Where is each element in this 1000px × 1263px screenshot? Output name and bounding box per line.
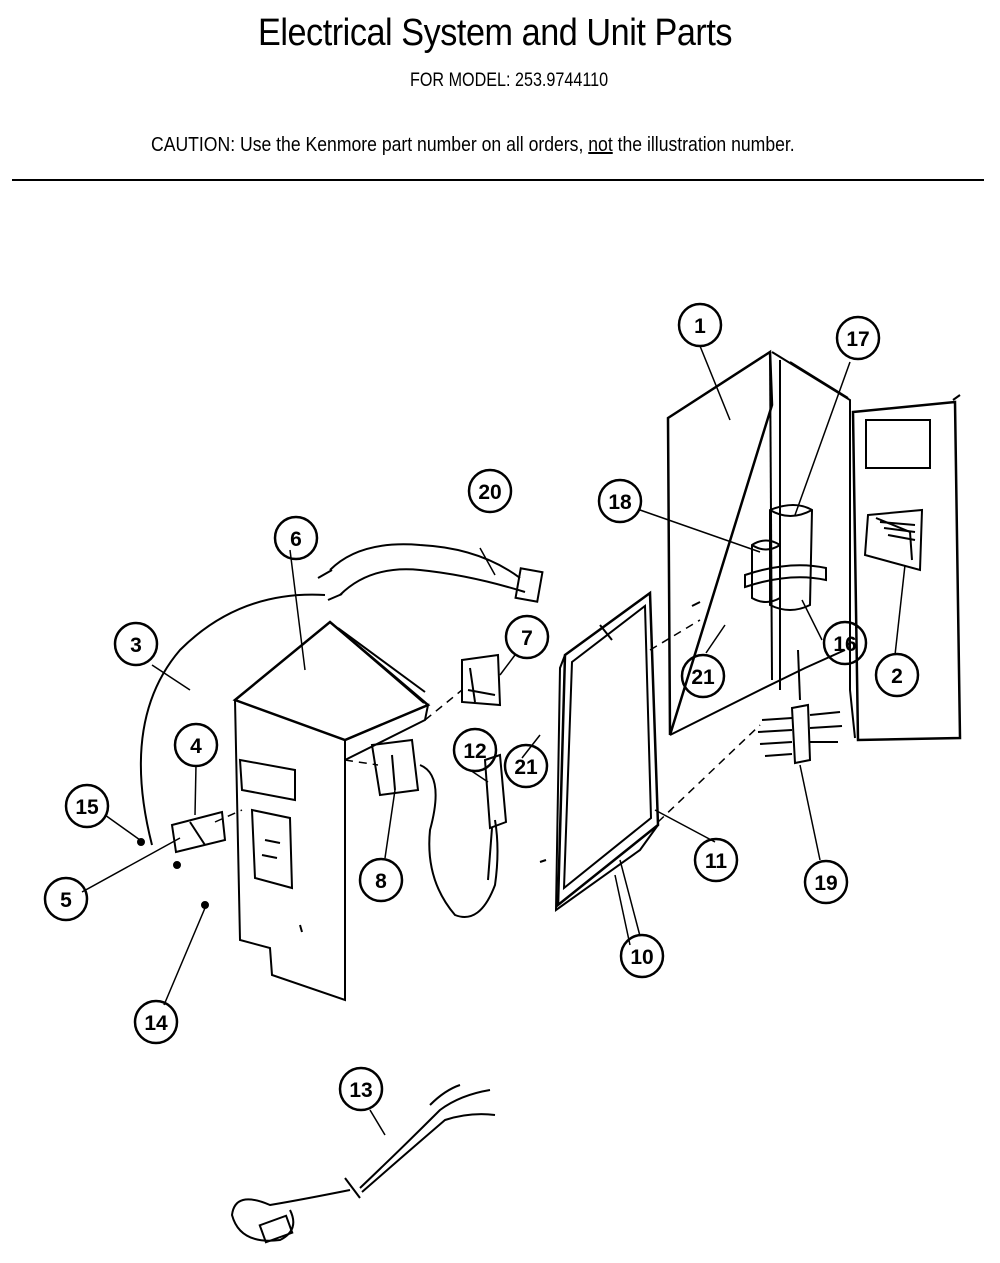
svg-text:15: 15 <box>75 796 99 819</box>
svg-text:7: 7 <box>521 627 533 650</box>
caution-text-end: the illustration number. <box>612 134 795 156</box>
callout-19: 19 <box>803 859 849 905</box>
part-side-panel <box>851 394 962 742</box>
callout-18: 18 <box>597 478 643 524</box>
svg-text:4: 4 <box>190 735 202 758</box>
svg-text:8: 8 <box>375 870 387 893</box>
svg-text:16: 16 <box>833 633 856 656</box>
callout-14: 14 <box>133 999 179 1045</box>
part-thermostat <box>483 753 508 881</box>
svg-text:21: 21 <box>691 666 715 689</box>
caution-note: CAUTION: Use the Kenmore part number on … <box>151 134 795 157</box>
callout-8: 8 <box>358 857 404 903</box>
callout-5: 5 <box>43 876 89 922</box>
callout-20: 20 <box>467 468 513 514</box>
callout-16: 16 <box>822 620 868 666</box>
part-control-box <box>232 620 431 1002</box>
part-bracket <box>137 810 227 909</box>
part-capacitors <box>691 504 827 611</box>
svg-text:10: 10 <box>630 946 653 969</box>
caution-emphasis: not <box>588 134 613 156</box>
callout-13: 13 <box>338 1066 384 1112</box>
callout-7: 7 <box>504 614 550 660</box>
part-front-panel <box>539 590 660 912</box>
page-title: Electrical System and Unit Parts <box>257 12 733 54</box>
assembly-lines <box>81 345 906 1136</box>
callout-1: 1 <box>677 302 723 348</box>
svg-text:21: 21 <box>514 756 538 779</box>
part-wire-harness <box>317 543 544 603</box>
callout-11: 11 <box>693 837 739 883</box>
callout-3: 3 <box>113 621 159 667</box>
callout-21-right: 21 <box>680 653 726 699</box>
callout-21-center: 21 <box>503 743 549 789</box>
svg-text:2: 2 <box>891 665 903 688</box>
model-number: FOR MODEL: 253.9744110 <box>410 70 609 91</box>
caution-text-start: CAUTION: Use the Kenmore part number on … <box>151 134 589 156</box>
svg-text:6: 6 <box>290 528 302 551</box>
callout-4: 4 <box>173 722 219 768</box>
svg-text:11: 11 <box>705 850 728 873</box>
svg-text:1: 1 <box>694 315 706 338</box>
svg-text:18: 18 <box>608 491 632 514</box>
part-power-cord <box>230 1084 496 1244</box>
svg-text:19: 19 <box>814 872 837 895</box>
svg-text:5: 5 <box>60 889 72 912</box>
part-terminal-block <box>757 703 843 765</box>
part-wire-arc <box>139 593 326 846</box>
callout-layer: 1 2 3 4 5 6 7 8 10 11 12 13 14 15 16 17 … <box>43 302 920 1112</box>
part-relay <box>461 653 502 707</box>
callout-2: 2 <box>874 652 920 698</box>
svg-text:13: 13 <box>349 1079 372 1102</box>
part-back-panel <box>666 349 856 739</box>
callout-10: 10 <box>619 933 665 979</box>
svg-text:17: 17 <box>846 328 869 351</box>
callout-12: 12 <box>452 727 498 773</box>
svg-text:12: 12 <box>463 740 486 763</box>
callout-17: 17 <box>835 315 881 361</box>
header-divider <box>12 179 984 181</box>
svg-text:14: 14 <box>144 1012 168 1035</box>
svg-text:20: 20 <box>478 481 501 504</box>
callout-6: 6 <box>273 515 319 561</box>
svg-text:3: 3 <box>130 634 142 657</box>
part-switch <box>370 738 499 918</box>
callout-15: 15 <box>64 783 110 829</box>
